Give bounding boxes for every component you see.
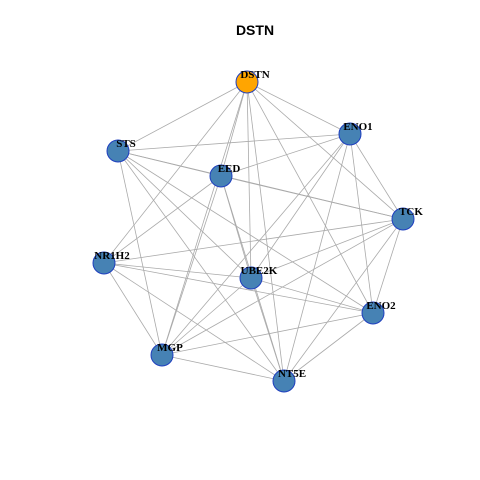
edge-eno2-nt5e — [283, 312, 374, 382]
node-label-sts: STS — [116, 138, 136, 150]
edge-sts-ube2k — [117, 150, 252, 279]
edge-nr1h2-nt5e — [103, 262, 285, 382]
edge-eed-mgp — [161, 175, 222, 356]
node-label-dstn: DSTN — [240, 69, 269, 81]
node-eno1 — [338, 122, 362, 146]
node-label-eed: EED — [218, 163, 241, 175]
edge-dstn-nt5e — [246, 81, 285, 382]
edge-tck-nt5e — [283, 218, 404, 382]
edge-eno1-eed — [220, 133, 351, 177]
node-label-nr1h2: NR1H2 — [94, 250, 130, 262]
node-label-tck: TCK — [399, 206, 423, 218]
node-sts — [106, 139, 130, 163]
node-tck — [391, 207, 415, 231]
edge-ube2k-nt5e — [250, 277, 285, 382]
node-label-nt5e: NT5E — [278, 368, 306, 380]
edge-dstn-eno2 — [246, 81, 374, 314]
node-eed — [209, 164, 233, 188]
nodes-layer — [92, 70, 415, 393]
edge-tck-eno2 — [372, 218, 404, 314]
edge-eno1-mgp — [161, 133, 351, 356]
edge-eno1-ube2k — [250, 133, 351, 279]
edge-ube2k-mgp — [161, 277, 252, 356]
edge-eno2-mgp — [161, 312, 374, 356]
diagram-title: DSTN — [236, 22, 274, 38]
node-label-eno2: ENO2 — [366, 300, 396, 312]
edge-eed-tck — [220, 175, 404, 220]
node-label-ube2k: UBE2K — [241, 265, 278, 277]
edge-eno1-tck — [349, 133, 404, 220]
node-label-mgp: MGP — [157, 342, 183, 354]
node-nr1h2 — [92, 251, 116, 275]
edge-tck-ube2k — [250, 218, 404, 279]
edge-dstn-nr1h2 — [103, 81, 248, 264]
edge-sts-mgp — [117, 150, 163, 356]
edges-layer — [103, 81, 404, 382]
edge-eno1-eno2 — [349, 133, 374, 314]
edge-sts-nt5e — [117, 150, 285, 382]
edge-nr1h2-eno2 — [103, 262, 374, 314]
edge-eno1-nt5e — [283, 133, 351, 382]
edge-nr1h2-ube2k — [103, 262, 252, 279]
node-nt5e — [272, 369, 296, 393]
edge-tck-nr1h2 — [103, 218, 404, 264]
edge-mgp-nt5e — [161, 354, 285, 382]
node-label-eno1: ENO1 — [343, 121, 372, 133]
edge-dstn-sts — [117, 81, 248, 152]
node-dstn — [235, 70, 259, 94]
edge-eno1-sts — [117, 133, 351, 152]
edge-nr1h2-mgp — [103, 262, 163, 356]
edge-dstn-ube2k — [246, 81, 252, 279]
edge-sts-eno2 — [117, 150, 374, 314]
edge-eed-nr1h2 — [103, 175, 222, 264]
edge-dstn-mgp — [161, 81, 248, 356]
edge-dstn-eed — [220, 81, 248, 177]
node-eno2 — [361, 301, 385, 325]
edge-ube2k-eno2 — [250, 277, 374, 314]
node-ube2k — [239, 266, 263, 290]
edge-dstn-tck — [246, 81, 404, 220]
node-mgp — [150, 343, 174, 367]
edge-dstn-eno1 — [246, 81, 351, 135]
